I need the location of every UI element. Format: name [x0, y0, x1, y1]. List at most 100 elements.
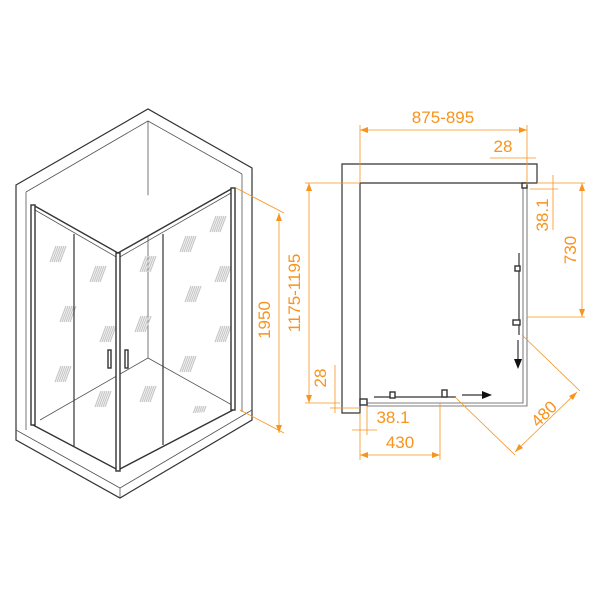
glass-hatch — [56, 365, 64, 383]
glass-hatch — [58, 365, 66, 383]
roller — [512, 319, 521, 326]
glass-hatch — [97, 265, 105, 283]
arrow-icon — [360, 452, 368, 458]
glass-hatch — [62, 365, 70, 383]
glass-hatch — [102, 390, 110, 408]
glass-hatch — [147, 385, 155, 403]
glass-hatch — [187, 355, 195, 373]
roller — [514, 265, 521, 272]
glass-hatch — [218, 265, 226, 283]
glass-hatch — [141, 385, 149, 403]
glass-hatch — [99, 325, 107, 343]
glass-hatch — [142, 315, 150, 333]
arrow-icon — [579, 309, 585, 317]
arrow-icon — [306, 183, 312, 191]
glass-hatch — [60, 365, 68, 383]
glass-hatch — [188, 285, 196, 303]
dim-ext — [521, 334, 581, 392]
side-glass-outline-outer — [367, 186, 528, 407]
glass-hatch — [214, 265, 222, 283]
glass-hatch — [216, 265, 224, 283]
glass-hatch — [134, 315, 142, 333]
glass-hatch — [220, 265, 228, 283]
glass-hatch — [55, 245, 63, 263]
glass-hatch — [217, 215, 225, 233]
glass-hatch — [183, 235, 191, 253]
glass-hatch — [219, 215, 227, 233]
glass-hatch — [189, 235, 197, 253]
glass-hatch — [69, 305, 77, 323]
arrow-icon — [579, 183, 585, 191]
glass-hatch — [136, 315, 144, 333]
arrow-icon — [432, 452, 440, 458]
dim-line-480 — [514, 391, 578, 453]
glass-hatch — [190, 285, 198, 303]
glass-hatch — [94, 390, 102, 408]
arrow-icon — [306, 395, 312, 403]
glass-hatch — [181, 355, 189, 373]
front-door-label: 430 — [386, 433, 414, 452]
glass-hatch — [63, 305, 71, 323]
glass-hatch — [224, 325, 232, 343]
side-door-label: 730 — [561, 236, 580, 264]
side-glass-outline — [367, 186, 524, 404]
glass-hatch — [57, 245, 65, 263]
arrow-down-icon — [514, 359, 522, 369]
dim-ext-top — [235, 187, 285, 214]
glass-hatch — [49, 245, 57, 263]
top-rail — [32, 187, 234, 254]
glass-hatch — [93, 265, 101, 283]
glass-hatch — [179, 235, 187, 253]
diagonal-opening-label: 480 — [527, 397, 560, 430]
glass-hatch — [149, 255, 157, 273]
arrow-icon — [276, 425, 282, 433]
glass-hatch — [107, 325, 115, 343]
plan-view: 875-895 28 38.1 730 1175-1195 28 38.1 — [285, 108, 585, 460]
glass-hatch — [65, 305, 73, 323]
floor-line — [39, 357, 233, 421]
glass-hatch — [98, 390, 106, 408]
glass-hatch — [140, 315, 148, 333]
glass-hatch — [186, 285, 194, 303]
glass-hatch — [103, 325, 111, 343]
glass-hatch — [59, 245, 67, 263]
glass-hatch — [145, 255, 153, 273]
right-profile — [230, 187, 236, 411]
bottom-rail — [32, 409, 234, 471]
arrow-icon — [569, 392, 577, 400]
glass-hatch — [213, 215, 221, 233]
wall-inner-edge — [25, 120, 243, 193]
glass-hatch — [214, 325, 222, 343]
glass-hatch — [218, 325, 226, 343]
glass-hatch — [222, 265, 230, 283]
glass-hatch — [209, 215, 217, 233]
arrow-icon — [276, 213, 282, 221]
bottom-gap-label: 38.1 — [376, 408, 409, 427]
isometric-view: 1950 — [15, 108, 285, 499]
glass-hatch — [143, 255, 151, 273]
glass-hatch — [100, 390, 108, 408]
glass-hatch — [211, 215, 219, 233]
glass-hatch — [104, 390, 112, 408]
height-label: 1950 — [255, 301, 274, 339]
glass-hatch — [96, 390, 104, 408]
roller — [389, 391, 396, 399]
glass-hatch — [147, 255, 155, 273]
glass-hatch — [53, 245, 61, 263]
glass-hatch — [222, 325, 230, 343]
glass-hatch — [138, 315, 146, 333]
width-label: 875-895 — [412, 108, 474, 127]
arrow-icon — [519, 127, 527, 133]
glass-hatch — [224, 265, 232, 283]
glass-hatch — [101, 325, 109, 343]
wall-offset-left-label: 28 — [311, 369, 330, 388]
glass-hatch — [215, 215, 223, 233]
dim-ext-bottom — [239, 409, 285, 434]
door-handle-left — [107, 349, 112, 369]
depth-label: 1175-1195 — [285, 254, 304, 333]
glass-hatch — [139, 385, 147, 403]
arrow-right-icon — [482, 391, 492, 399]
corner-post — [115, 252, 121, 472]
